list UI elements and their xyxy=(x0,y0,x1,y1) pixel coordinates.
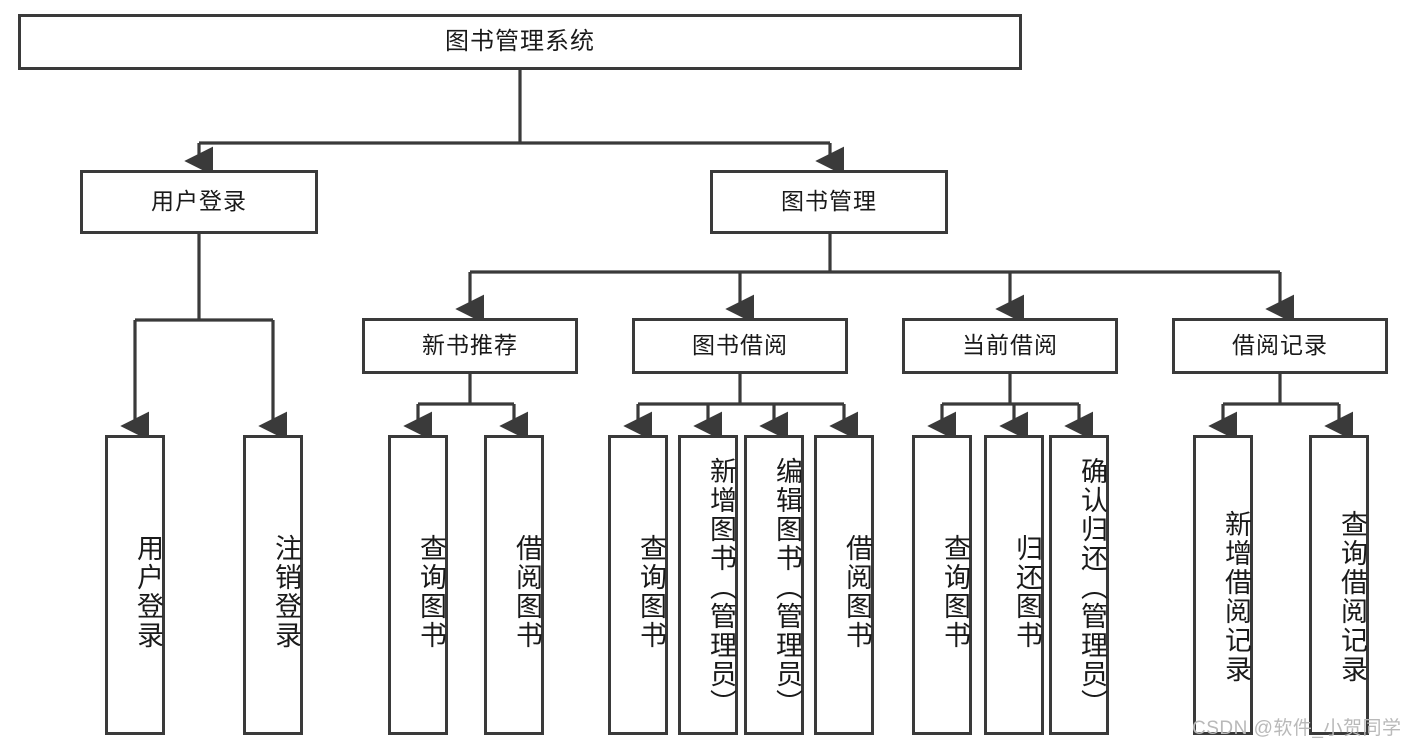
node-new-book-recommendation[interactable]: 新书推荐 xyxy=(362,318,578,374)
node-book-borrowing[interactable]: 图书借阅 xyxy=(632,318,848,374)
node-label: 图书管理 xyxy=(781,188,877,215)
node-label: 借阅记录 xyxy=(1232,332,1328,359)
node-book-management[interactable]: 图书管理 xyxy=(710,170,948,234)
node-leaf-logout[interactable]: 注销登录 xyxy=(243,435,303,735)
node-label: 查询图书 xyxy=(940,534,970,650)
node-leaf-borrow-book[interactable]: 借阅图书 xyxy=(814,435,874,735)
node-label: 编辑图书（管理员） xyxy=(772,456,802,718)
node-leaf-borrow-book-recommendation[interactable]: 借阅图书 xyxy=(484,435,544,735)
node-label: 查询图书 xyxy=(636,534,666,650)
node-label: 确认归还（管理员） xyxy=(1077,456,1107,718)
node-borrowing-record[interactable]: 借阅记录 xyxy=(1172,318,1388,374)
node-label: 借阅图书 xyxy=(842,534,872,650)
node-label: 新增借阅记录 xyxy=(1221,510,1251,684)
node-label: 图书管理系统 xyxy=(445,27,595,55)
node-leaf-query-borrow-record[interactable]: 查询借阅记录 xyxy=(1309,435,1369,735)
node-root-book-management-system[interactable]: 图书管理系统 xyxy=(18,14,1022,70)
node-label: 借阅图书 xyxy=(512,534,542,650)
node-label: 图书借阅 xyxy=(692,332,788,359)
node-label: 新增图书（管理员） xyxy=(706,456,736,718)
node-label: 查询图书 xyxy=(416,534,446,650)
node-leaf-edit-book-admin[interactable]: 编辑图书（管理员） xyxy=(744,435,804,735)
node-leaf-confirm-return-admin[interactable]: 确认归还（管理员） xyxy=(1049,435,1109,735)
node-leaf-query-book-current[interactable]: 查询图书 xyxy=(912,435,972,735)
node-leaf-query-book-borrowing[interactable]: 查询图书 xyxy=(608,435,668,735)
node-label: 归还图书 xyxy=(1012,534,1042,650)
node-label: 新书推荐 xyxy=(422,332,518,359)
node-leaf-user-login[interactable]: 用户登录 xyxy=(105,435,165,735)
node-leaf-query-book-recommendation[interactable]: 查询图书 xyxy=(388,435,448,735)
node-label: 查询借阅记录 xyxy=(1337,510,1367,684)
csdn-watermark: CSDN @软件_小贺同学 xyxy=(1192,718,1402,739)
node-label: 注销登录 xyxy=(271,534,301,650)
node-current-borrowing[interactable]: 当前借阅 xyxy=(902,318,1118,374)
node-leaf-return-book[interactable]: 归还图书 xyxy=(984,435,1044,735)
node-label: 用户登录 xyxy=(133,534,163,650)
node-label: 当前借阅 xyxy=(962,332,1058,359)
node-label: 用户登录 xyxy=(151,188,247,215)
node-leaf-add-borrow-record[interactable]: 新增借阅记录 xyxy=(1193,435,1253,735)
node-leaf-add-book-admin[interactable]: 新增图书（管理员） xyxy=(678,435,738,735)
node-user-login[interactable]: 用户登录 xyxy=(80,170,318,234)
